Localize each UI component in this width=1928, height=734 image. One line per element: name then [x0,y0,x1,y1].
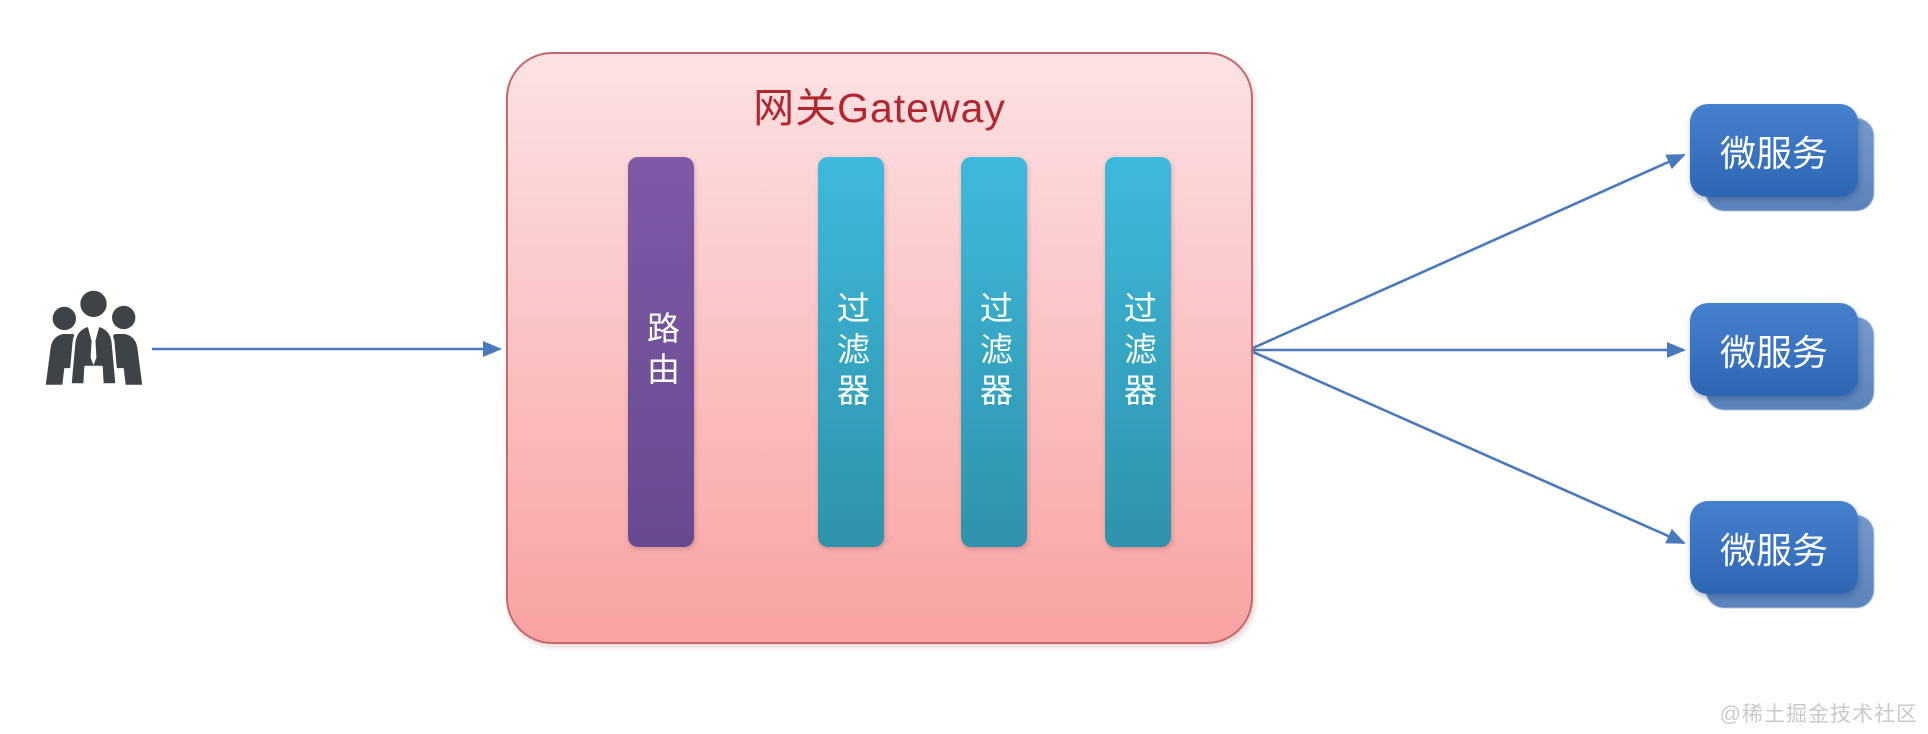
gateway-title: 网关Gateway [753,85,1006,131]
microservice-label-2: 微服务 [1719,331,1828,373]
microservice-box-3-front: 微服务 [1690,501,1858,594]
filter-bar-2: 过滤器 [961,157,1027,547]
gateway-box: 网关Gateway 路由 过滤器 过滤器 过滤器 [506,52,1253,644]
microservice-label-3: 微服务 [1719,529,1828,571]
microservice-box-1-front: 微服务 [1690,104,1858,197]
filter-bar-3: 过滤器 [1105,157,1171,547]
microservice-box-1: 微服务 [1690,104,1874,211]
filter-label-3: 过滤器 [1119,290,1157,414]
filter-label-2: 过滤器 [975,290,1013,414]
filter-label-1: 过滤器 [832,290,870,414]
arrow-to-microservice-3 [1252,350,1686,545]
route-label: 路由 [642,311,680,393]
arrow-to-microservice-1 [1252,153,1686,350]
filter-bar-1: 过滤器 [818,157,884,547]
microservice-box-2: 微服务 [1690,303,1874,410]
microservice-box-2-front: 微服务 [1690,303,1858,396]
route-bar: 路由 [628,157,694,547]
microservice-box-3: 微服务 [1690,501,1874,608]
microservice-label-1: 微服务 [1719,132,1828,174]
users-group-icon [38,286,150,387]
watermark-text: @稀土掘金技术社区 [1719,703,1918,726]
